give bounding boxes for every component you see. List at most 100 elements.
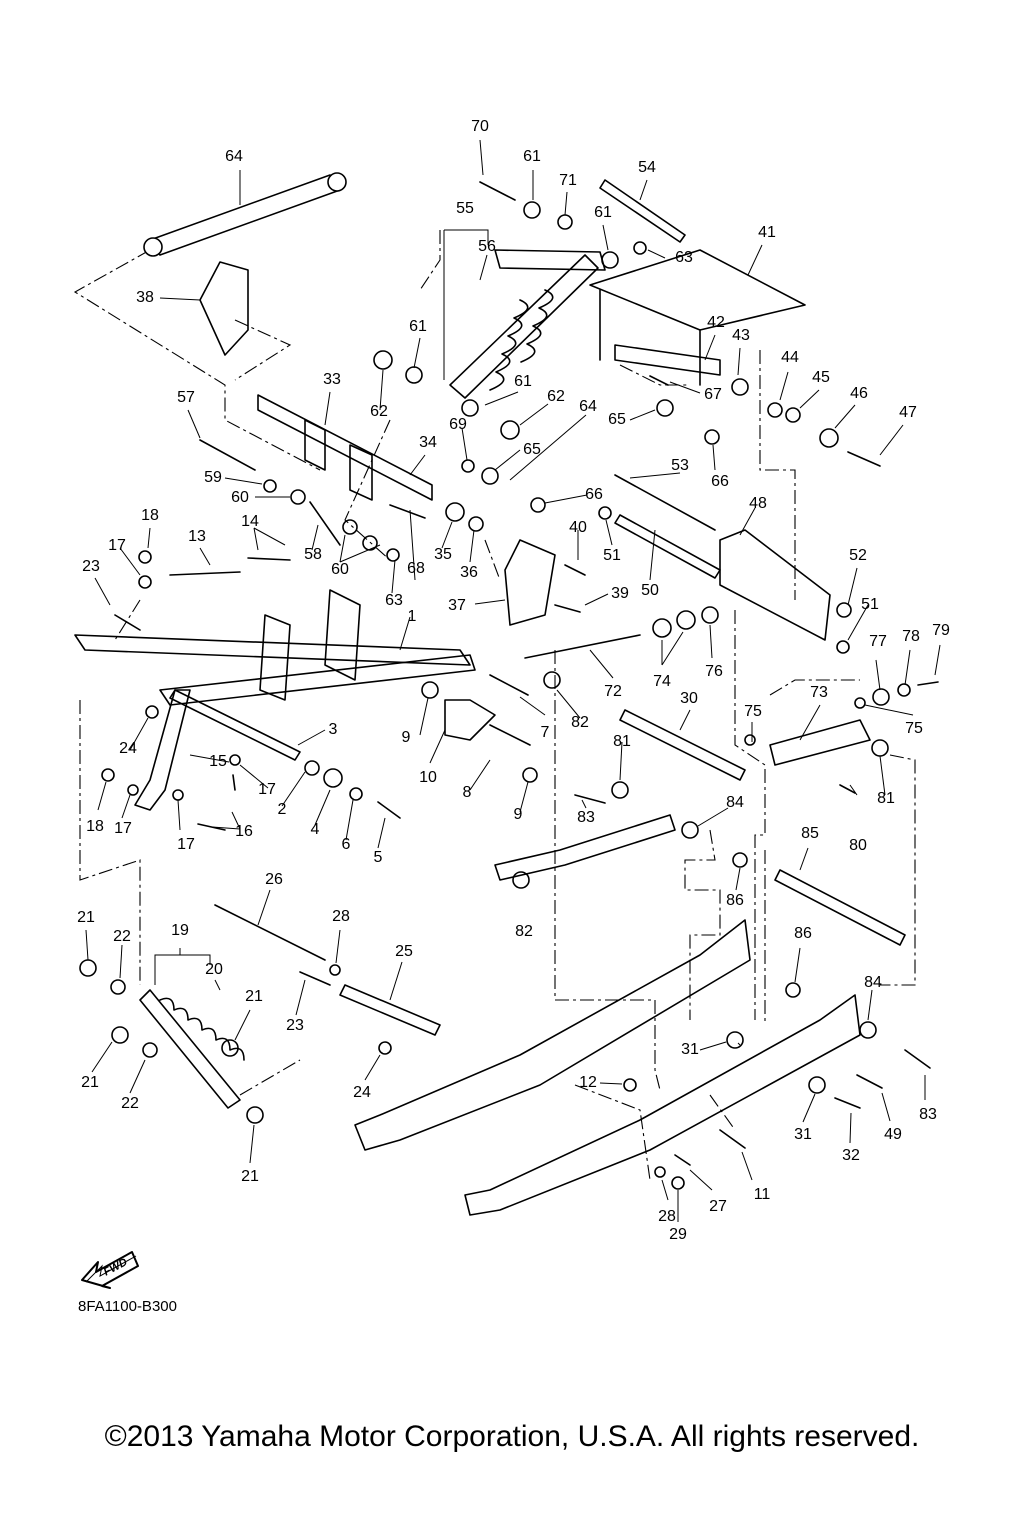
part-75b-pin <box>854 697 866 709</box>
part-85-shaft <box>774 869 906 946</box>
drawing-code: 8FA1100-B300 <box>78 1298 177 1315</box>
callout-76: 76 <box>705 663 723 680</box>
callout-39: 39 <box>611 585 629 602</box>
part-31-collar <box>726 1031 744 1049</box>
callout-22: 22 <box>121 1095 139 1112</box>
callout-70: 70 <box>471 118 489 135</box>
callout-14: 14 <box>241 513 259 530</box>
callout-25: 25 <box>395 943 413 960</box>
fwd-arrow-icon: FWD <box>81 1251 139 1289</box>
callout-50: 50 <box>641 582 659 599</box>
part-70-bolt <box>479 181 516 201</box>
callout-31: 31 <box>681 1041 699 1058</box>
callout-45: 45 <box>812 369 830 386</box>
callout-23: 23 <box>286 1017 304 1034</box>
callout-37: 37 <box>448 597 466 614</box>
callout-21: 21 <box>245 988 263 1005</box>
part-29-nut <box>671 1176 685 1190</box>
callout-81: 81 <box>877 790 895 807</box>
callout-81: 81 <box>613 733 631 750</box>
part-7-bolt <box>489 674 529 696</box>
part-84-collar <box>681 821 699 839</box>
part-74-bushing <box>652 618 672 638</box>
part-62b-collar <box>500 420 520 440</box>
callout-78: 78 <box>902 628 920 645</box>
part-28-washer <box>329 964 341 976</box>
part-13-bolt <box>169 571 241 576</box>
callout-42: 42 <box>707 314 725 331</box>
callout-36: 36 <box>460 564 478 581</box>
callout-21: 21 <box>77 909 95 926</box>
part-33-shaft <box>257 394 433 501</box>
callout-9: 9 <box>514 806 523 823</box>
callout-47: 47 <box>899 404 917 421</box>
part-15-lower-arm <box>134 689 191 811</box>
callout-22: 22 <box>113 928 131 945</box>
part-10-bracket <box>444 699 496 741</box>
callout-32: 32 <box>842 1147 860 1164</box>
part-83-bolt <box>574 794 606 804</box>
callout-40: 40 <box>569 519 587 536</box>
part-19-front-shock <box>139 989 245 1109</box>
callout-82: 82 <box>515 923 533 940</box>
part-45-bolt <box>847 451 881 467</box>
part-21-bushing <box>79 959 97 977</box>
callout-8: 8 <box>463 784 472 801</box>
callout-75: 75 <box>905 720 923 737</box>
part-6-washer <box>349 787 363 801</box>
part-9-collar <box>421 681 439 699</box>
part-52-nut <box>836 602 852 618</box>
part-60b-washer <box>342 519 358 535</box>
callout-35: 35 <box>434 546 452 563</box>
part-50-shaft <box>614 514 721 579</box>
part-67-bolt <box>649 375 669 386</box>
callout-34: 34 <box>419 434 437 451</box>
callout-62: 62 <box>370 403 388 420</box>
callout-9: 9 <box>402 729 411 746</box>
part-8-pin <box>489 724 531 746</box>
part-75-pin <box>744 734 756 746</box>
part-74b-bushing <box>676 610 696 630</box>
callout-2: 2 <box>278 801 287 818</box>
callout-63: 63 <box>385 592 403 609</box>
part-31b-collar <box>808 1076 826 1094</box>
part-17c-washer <box>172 789 184 801</box>
callout-38: 38 <box>136 289 154 306</box>
part-86-collar <box>732 852 748 868</box>
callout-57: 57 <box>177 389 195 406</box>
part-80-fitting <box>839 784 856 794</box>
part-23b-bolt <box>299 971 331 986</box>
part-30-shaft <box>619 709 746 781</box>
part-60-washer <box>290 489 306 505</box>
callout-43: 43 <box>732 327 750 344</box>
callout-31: 31 <box>794 1126 812 1143</box>
part-43-washer <box>767 402 783 418</box>
callout-23: 23 <box>82 558 100 575</box>
part-18-nut <box>101 768 115 782</box>
part-61c-bushing <box>601 251 619 269</box>
part-35-bushing <box>445 502 465 522</box>
callout-51: 51 <box>861 596 879 613</box>
callout-63: 63 <box>675 249 693 266</box>
part-65-bushing <box>656 399 674 417</box>
callout-72: 72 <box>604 683 622 700</box>
part-44-washer <box>785 407 801 423</box>
part-84b-collar <box>859 1021 877 1039</box>
part-16b-bolt <box>232 774 236 791</box>
callout-66: 66 <box>711 473 729 490</box>
part-42-shaft <box>614 344 721 376</box>
part-64-upper-rod <box>143 172 347 257</box>
callout-52: 52 <box>849 547 867 564</box>
part-1-main-frame <box>74 589 476 706</box>
part-53-bolt <box>614 474 716 531</box>
part-39-bolt <box>554 604 581 613</box>
part-66-collar <box>704 429 720 445</box>
callout-48: 48 <box>749 495 767 512</box>
part-48-bracket <box>719 529 831 641</box>
callout-51: 51 <box>603 547 621 564</box>
callout-16: 16 <box>235 823 253 840</box>
part-37-plate <box>504 539 556 626</box>
part-32-bolt <box>834 1097 861 1109</box>
assembly-lines <box>73 230 916 1181</box>
